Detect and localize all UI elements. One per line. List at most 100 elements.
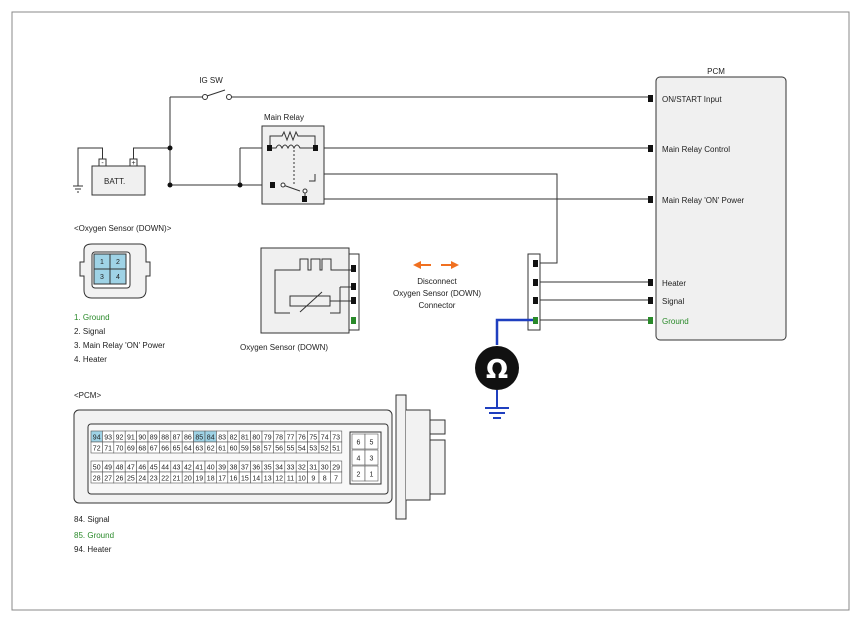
pcm-pin-number: 66 bbox=[161, 445, 169, 452]
wires bbox=[133, 96, 648, 321]
pcm-pin-number: 60 bbox=[230, 445, 238, 452]
pcm-pin-number: 21 bbox=[173, 475, 181, 482]
pcm-pin-number: 78 bbox=[275, 434, 283, 441]
pcm-pin-main-relay-on bbox=[648, 196, 653, 203]
pcm-pin-number: 57 bbox=[264, 445, 272, 452]
o2-connector-title: <Oxygen Sensor (DOWN)> bbox=[74, 224, 172, 233]
pcm-right-pin-cell bbox=[364, 433, 379, 450]
pcm-pin-number: 29 bbox=[332, 464, 340, 471]
o2-legend-4: 4. Heater bbox=[74, 355, 107, 364]
pcm-module: PCM ON/START Input Main Relay Control Ma… bbox=[648, 67, 787, 341]
pcm-pin-number: 59 bbox=[241, 445, 249, 452]
battery-box bbox=[91, 165, 146, 196]
pcm-pin-number: 80 bbox=[252, 434, 260, 441]
battery: - + BATT. bbox=[91, 158, 146, 196]
pcm-pin-number: 10 bbox=[298, 475, 306, 482]
pcm-right-pin-number: 5 bbox=[370, 440, 374, 447]
pcm-right-pin-number: 2 bbox=[357, 472, 361, 479]
pcm-pin-number: 44 bbox=[161, 464, 169, 471]
pcm-pin-number: 17 bbox=[218, 475, 226, 482]
battery-ground-icon bbox=[73, 147, 103, 193]
o2-connector-face: 1 2 3 4 bbox=[79, 243, 151, 299]
pcm-pin-number: 70 bbox=[116, 445, 124, 452]
pcm-pin-number: 42 bbox=[184, 464, 192, 471]
pcm-pin-number: 49 bbox=[104, 464, 112, 471]
pcm-pin-on-start bbox=[648, 95, 653, 102]
pcm-pin-cell bbox=[330, 441, 343, 454]
pcm-pin-number: 62 bbox=[207, 445, 215, 452]
pcm-pin-number: 11 bbox=[287, 475, 294, 482]
pcm-pin-number: 75 bbox=[309, 434, 317, 441]
pcm-pin-number: 30 bbox=[321, 464, 329, 471]
pcm-pin-signal bbox=[648, 297, 653, 304]
main-relay-label: Main Relay bbox=[264, 113, 304, 122]
pcm-pin-cell bbox=[330, 471, 343, 484]
pcm-legend-85: 85. Ground bbox=[74, 531, 114, 540]
battery-label: BATT. bbox=[104, 177, 125, 186]
pcm-pin-number: 13 bbox=[264, 475, 272, 482]
pcm-pin-number: 28 bbox=[93, 475, 101, 482]
pcm-pin-number: 55 bbox=[287, 445, 295, 452]
pcm-pin-number: 94 bbox=[93, 434, 101, 441]
main-relay bbox=[261, 125, 325, 205]
pcm-pin-number: 32 bbox=[298, 464, 306, 471]
pcm-pin-number: 84 bbox=[207, 434, 215, 441]
pcm-pin-number: 39 bbox=[218, 464, 226, 471]
ohmmeter-ground-icon bbox=[485, 390, 509, 419]
pcm-pin-number: 23 bbox=[150, 475, 158, 482]
pcm-pin-number: 38 bbox=[230, 464, 238, 471]
oxygen-sensor-box bbox=[260, 247, 350, 334]
pcm-pin-number: 27 bbox=[104, 475, 112, 482]
pcm-pin-number: 91 bbox=[127, 434, 135, 441]
pcm-pin-number: 51 bbox=[332, 445, 340, 452]
o2-pin-2: 2 bbox=[116, 259, 120, 266]
pcm-pin-number: 34 bbox=[275, 464, 283, 471]
pcm-pin-number: 18 bbox=[207, 475, 215, 482]
pcm-pin-number: 47 bbox=[127, 464, 135, 471]
pcm-pin-number: 83 bbox=[218, 434, 226, 441]
pcm-label-main-relay-control: Main Relay Control bbox=[662, 145, 730, 154]
ohmmeter-icon: Ω bbox=[475, 346, 519, 390]
pcm-pin-number: 79 bbox=[264, 434, 272, 441]
pcm-pin-number: 64 bbox=[184, 445, 192, 452]
pcm-pin-number: 16 bbox=[230, 475, 238, 482]
pcm-pin-number: 61 bbox=[218, 445, 226, 452]
pcm-pin-number: 52 bbox=[321, 445, 329, 452]
pcm-pin-number: 68 bbox=[138, 445, 146, 452]
pcm-label-ground: Ground bbox=[662, 317, 689, 326]
o2-pin-1: 1 bbox=[100, 259, 104, 266]
pcm-pin-number: 90 bbox=[138, 434, 146, 441]
pcm-pin-number: 35 bbox=[264, 464, 272, 471]
pcm-pin-number: 40 bbox=[207, 464, 215, 471]
pcm-pin-number: 58 bbox=[252, 445, 260, 452]
pcm-pin-number: 54 bbox=[298, 445, 306, 452]
oxygen-sensor-label: Oxygen Sensor (DOWN) bbox=[240, 343, 328, 352]
pcm-pin-number: 53 bbox=[309, 445, 317, 452]
pcm-pin-number: 14 bbox=[252, 475, 260, 482]
harness-connector bbox=[527, 253, 541, 331]
pcm-legend-84: 84. Signal bbox=[74, 515, 110, 524]
pcm-pin-number: 33 bbox=[287, 464, 295, 471]
pcm-pin-number: 56 bbox=[275, 445, 283, 452]
pcm-pin-number: 37 bbox=[241, 464, 249, 471]
pcm-pin-number: 87 bbox=[173, 434, 181, 441]
ig-switch bbox=[202, 89, 232, 100]
pcm-box bbox=[655, 76, 787, 341]
pcm-label-heater: Heater bbox=[662, 279, 686, 288]
pcm-label-main-relay-on: Main Relay 'ON' Power bbox=[662, 196, 745, 205]
pcm-pin-number: 82 bbox=[230, 434, 238, 441]
pcm-pin-number: 73 bbox=[332, 434, 340, 441]
disconnect-line-1: Disconnect bbox=[417, 277, 457, 286]
o2-legend-3: 3. Main Relay 'ON' Power bbox=[74, 341, 165, 350]
o2-pin-4: 4 bbox=[116, 274, 120, 281]
oxygen-sensor bbox=[260, 247, 360, 334]
pcm-pin-number: 9 bbox=[311, 475, 315, 482]
pcm-pin-number: 69 bbox=[127, 445, 135, 452]
disconnect-line-2: Oxygen Sensor (DOWN) bbox=[393, 289, 481, 298]
pcm-pin-number: 19 bbox=[195, 475, 203, 482]
ohm-symbol: Ω bbox=[486, 355, 508, 385]
o2-legend-2: 2. Signal bbox=[74, 327, 105, 336]
pcm-pin-number: 86 bbox=[184, 434, 192, 441]
